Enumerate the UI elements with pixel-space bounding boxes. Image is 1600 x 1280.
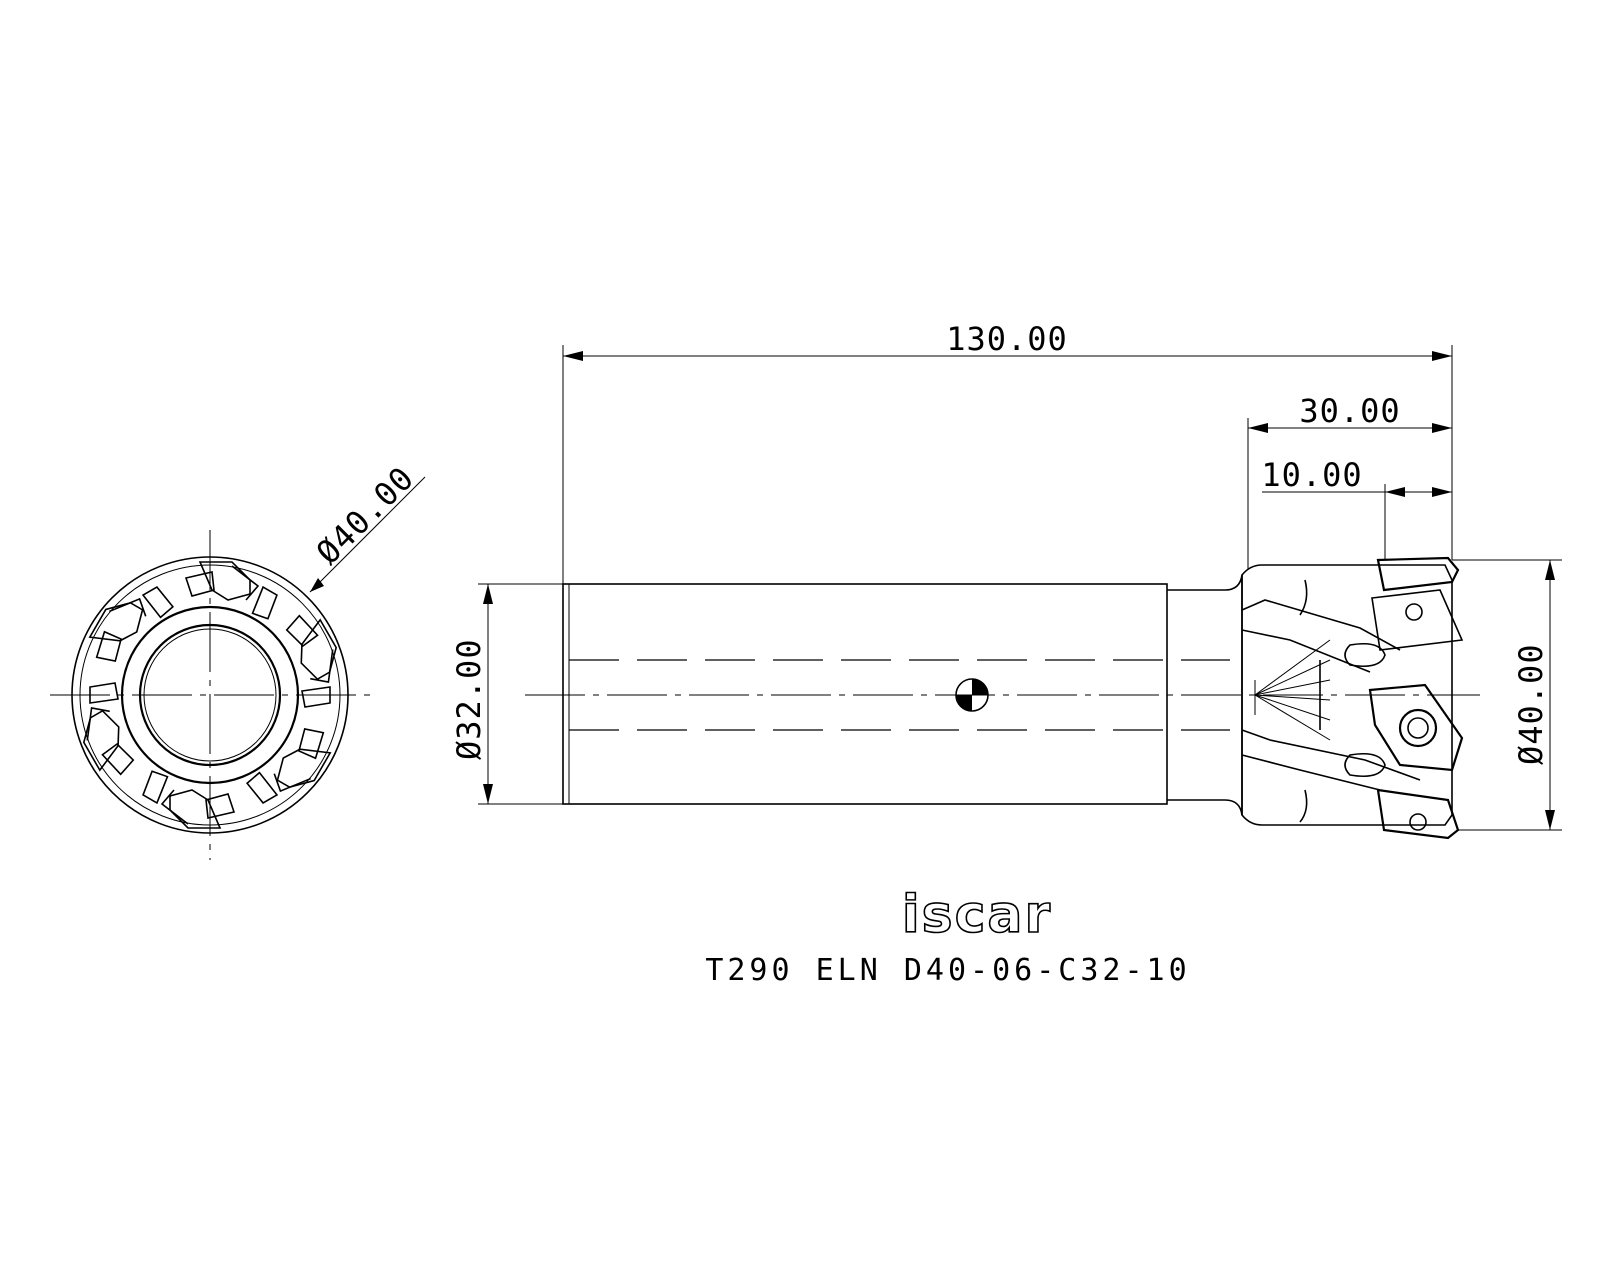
flute-length-label: 10.00 bbox=[1261, 456, 1362, 494]
insert-screw-middle-outer bbox=[1398, 708, 1438, 748]
dimension-overall-length: 130.00 bbox=[562, 320, 1453, 584]
insert-screw-top bbox=[1405, 603, 1423, 621]
coolant-fan-lines bbox=[1254, 639, 1331, 741]
front-insert-pockets bbox=[82, 561, 338, 829]
front-hub-outer-ring bbox=[120, 605, 300, 785]
head-length-label: 30.00 bbox=[1299, 392, 1400, 430]
chip-gullets bbox=[1344, 642, 1386, 778]
dimension-flute-length: 10.00 bbox=[1261, 456, 1452, 560]
logo-text: iscar bbox=[902, 885, 1052, 945]
part-designation: T290 ELN D40-06-C32-10 bbox=[705, 953, 1190, 988]
front-diameter-label: Ø40.00 bbox=[309, 459, 422, 572]
shank-diameter-label: Ø32.00 bbox=[450, 638, 488, 760]
front-diameter-arrowhead bbox=[310, 578, 324, 592]
insert-screw-bottom bbox=[1409, 813, 1427, 831]
dimension-head-length: 30.00 bbox=[1247, 392, 1452, 570]
center-of-mass-symbol bbox=[955, 678, 989, 712]
overall-length-label: 130.00 bbox=[946, 320, 1068, 358]
head-flutes bbox=[1241, 579, 1421, 823]
insert-top bbox=[1371, 556, 1464, 651]
dimension-shank-diameter: Ø32.00 bbox=[450, 583, 563, 805]
front-bore-ring bbox=[138, 623, 282, 767]
front-view: Ø40.00 bbox=[50, 459, 426, 860]
front-bore-inner-ring bbox=[143, 628, 277, 762]
front-diameter-leader bbox=[309, 476, 426, 593]
iscar-logo: iscar bbox=[901, 884, 1052, 946]
front-body-circle bbox=[79, 564, 341, 826]
dimension-head-diameter: Ø40.00 bbox=[1452, 559, 1562, 831]
side-view bbox=[525, 556, 1480, 840]
insert-screw-middle-inner bbox=[1407, 717, 1429, 739]
head-diameter-label: Ø40.00 bbox=[1512, 643, 1550, 765]
insert-bottom bbox=[1376, 788, 1460, 840]
shank-body bbox=[562, 583, 1168, 805]
front-outer-circle bbox=[71, 556, 349, 834]
insert-middle bbox=[1368, 683, 1464, 772]
